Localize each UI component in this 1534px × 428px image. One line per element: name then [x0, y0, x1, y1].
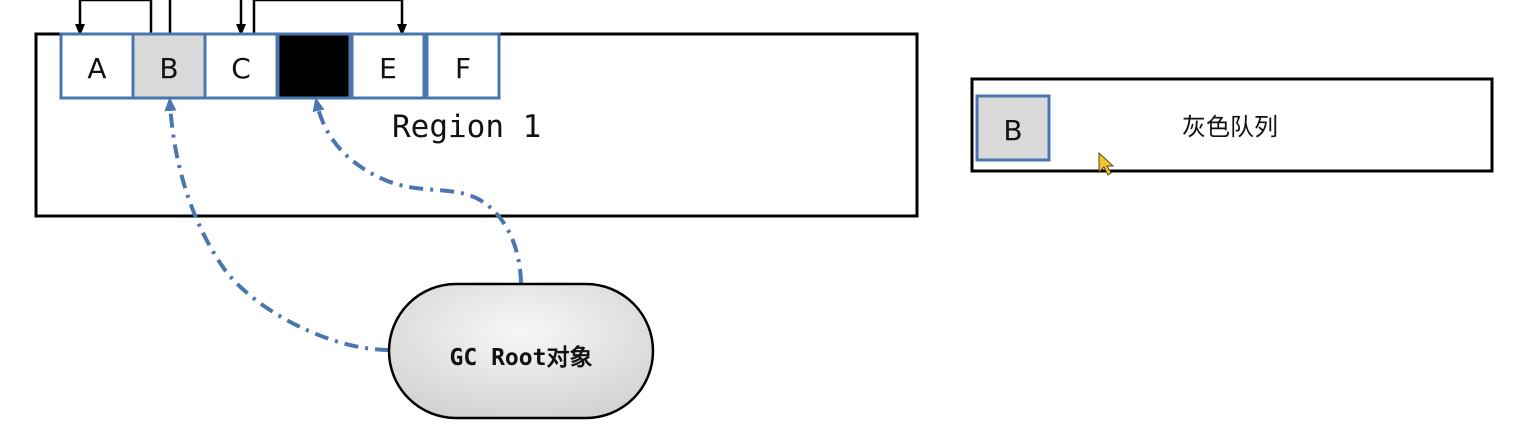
- reference-arrow-b-to-a: [75, 0, 153, 36]
- object-cell-box: [276, 32, 352, 100]
- queue-item-label: B: [1003, 114, 1022, 147]
- object-cell: B: [131, 32, 207, 100]
- object-cell-label: E: [379, 52, 397, 85]
- object-cell-label: C: [231, 52, 251, 85]
- reference-arrow-c-to-e: [252, 0, 407, 36]
- region-label: Region 1: [392, 109, 541, 145]
- gray-queue-title: 灰色队列: [1182, 113, 1278, 141]
- gray-queue-items: B: [975, 94, 1051, 162]
- object-cell-box: [350, 32, 426, 100]
- queue-item-box: [975, 94, 1051, 162]
- mouse-cursor-icon: [1098, 151, 1115, 176]
- object-cell-label: F: [455, 52, 471, 85]
- object-cell-box: [203, 32, 279, 100]
- object-cell-box: [425, 32, 501, 100]
- object-cell: E: [350, 32, 426, 100]
- object-cell: [276, 32, 352, 100]
- object-cell-box: [131, 32, 207, 100]
- object-cell-label: B: [159, 52, 178, 85]
- object-cell-label: A: [87, 52, 106, 85]
- object-cell: C: [203, 32, 279, 100]
- gc-root-label: GC Root对象: [450, 344, 593, 371]
- object-cell: A: [59, 32, 135, 100]
- gray-queue-panel: [970, 77, 1494, 173]
- root-reference-to-d: [312, 97, 523, 284]
- root-reference-to-b: [164, 97, 390, 352]
- gc-root-node: [387, 282, 655, 420]
- object-cell: F: [425, 32, 501, 100]
